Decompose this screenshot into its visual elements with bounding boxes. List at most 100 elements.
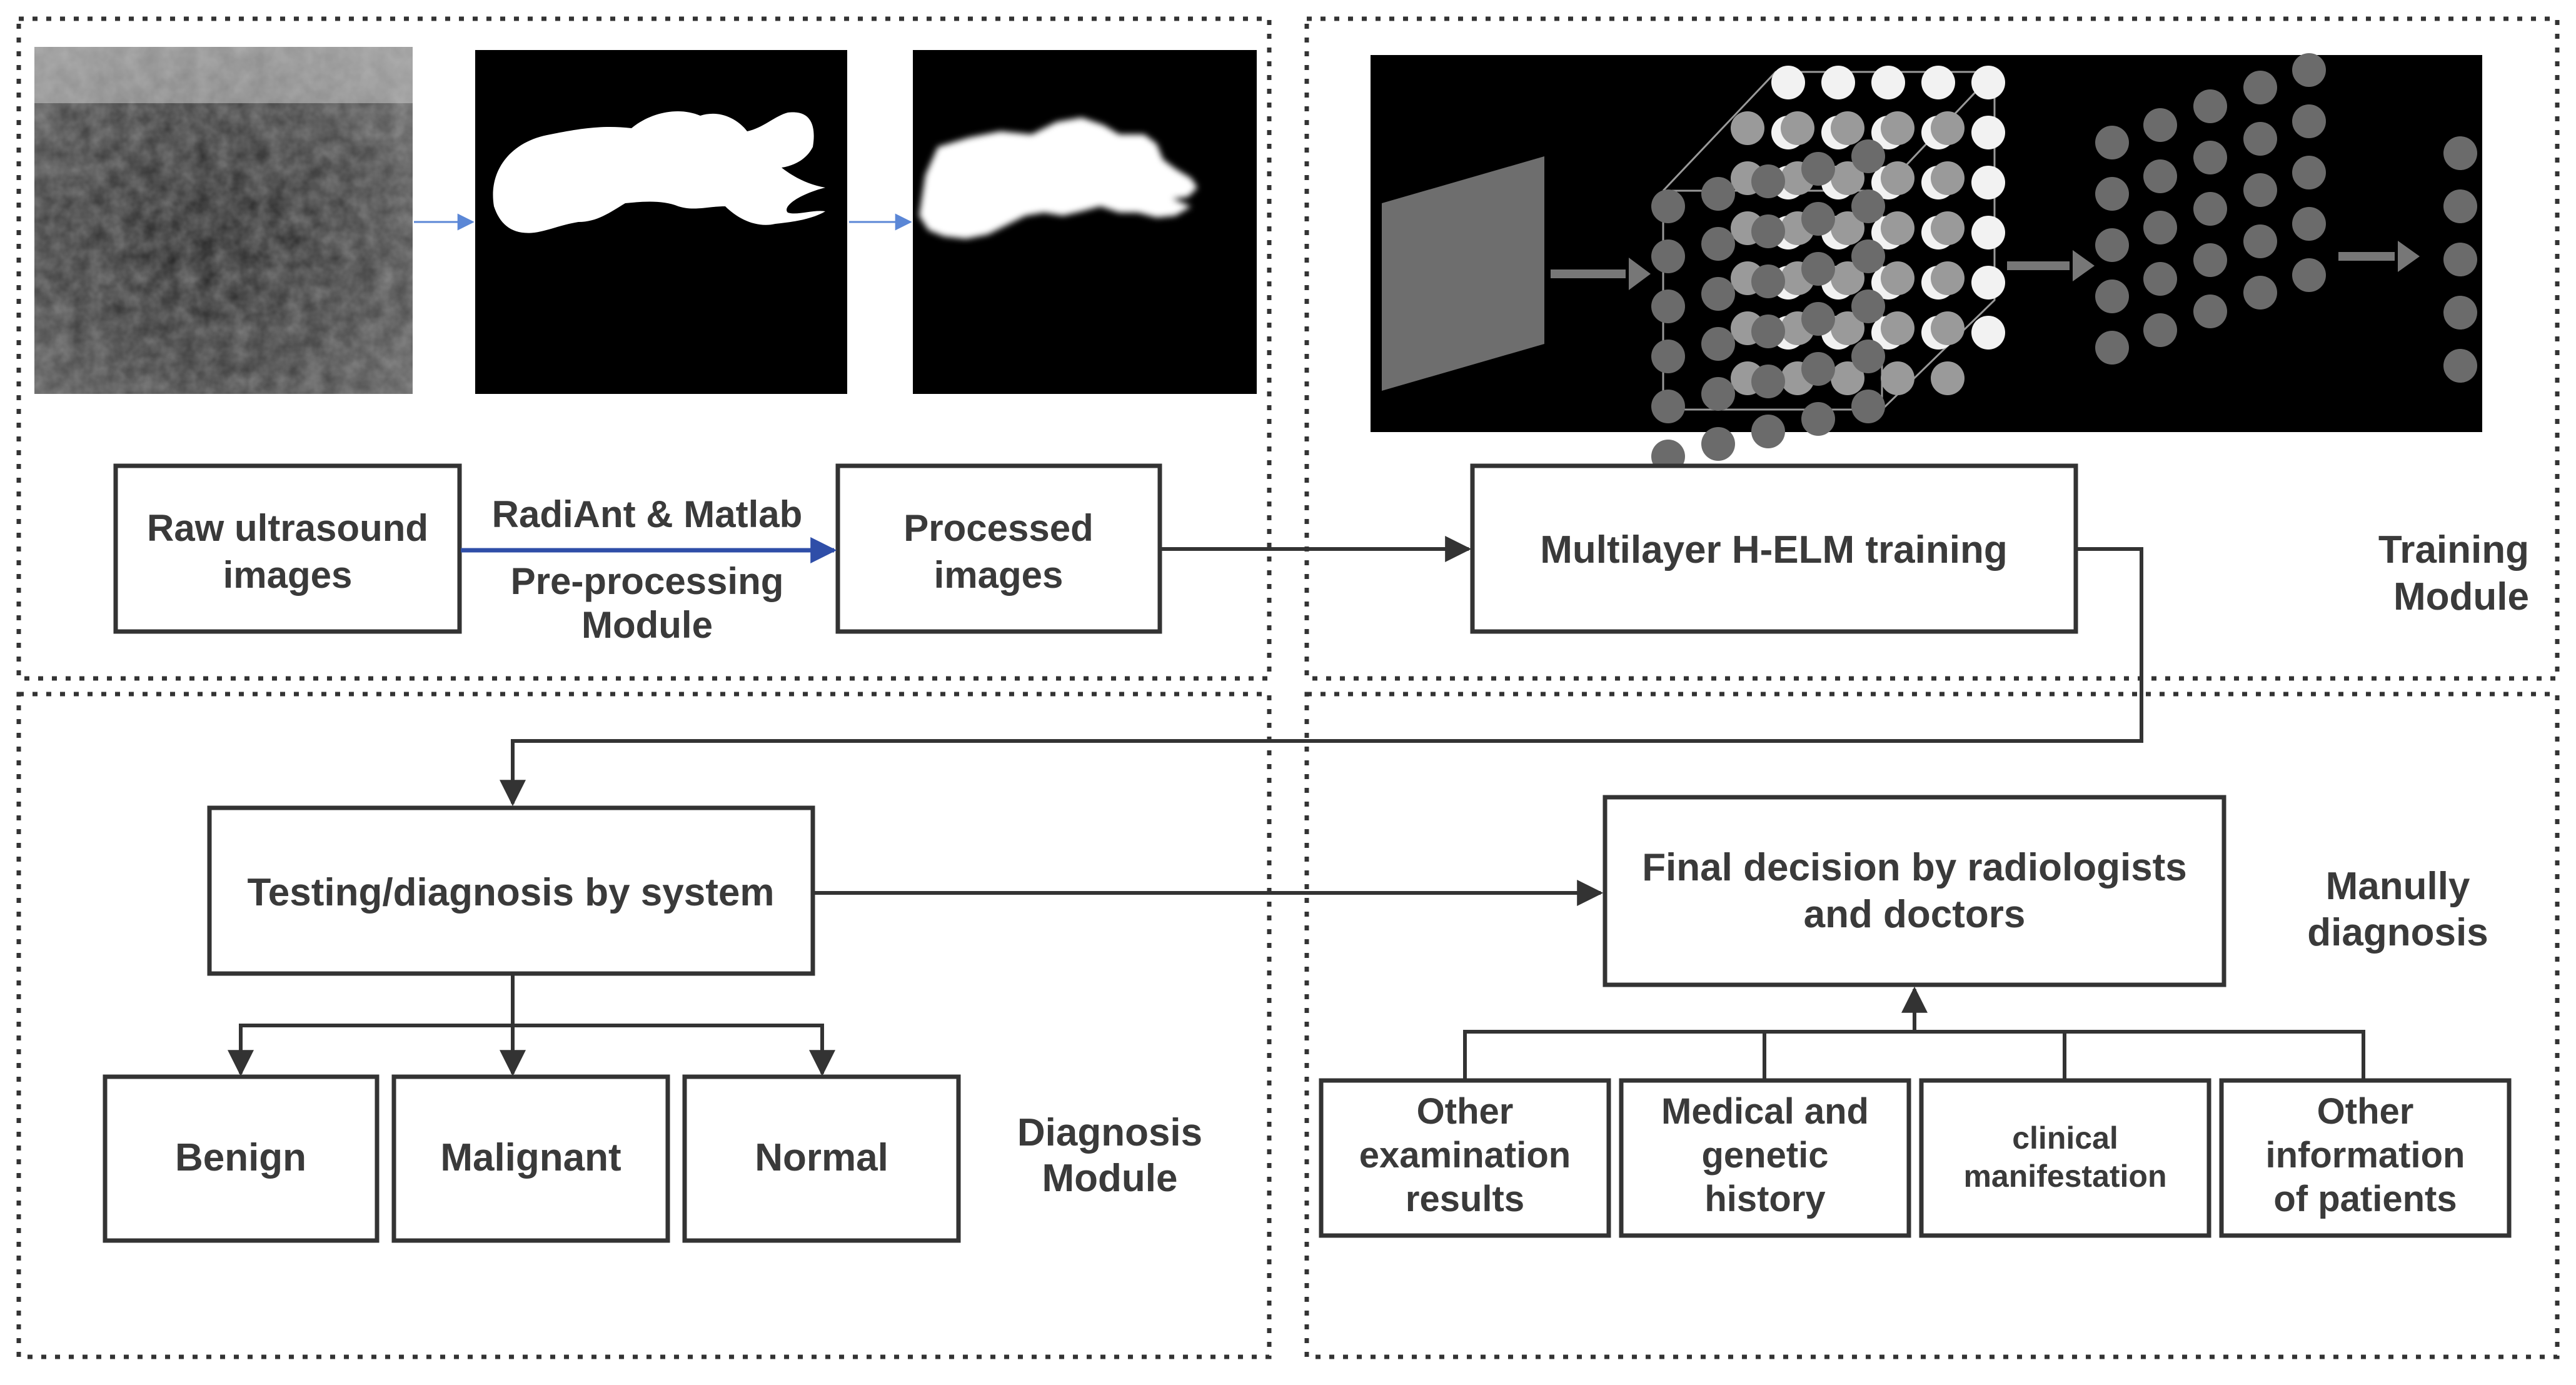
network-node bbox=[1851, 189, 1885, 223]
network-node bbox=[2443, 243, 2477, 276]
malignant-box bbox=[391, 1074, 670, 1243]
network-node bbox=[1971, 66, 2005, 99]
medical-genetic-line2: genetic bbox=[1701, 1135, 1828, 1176]
network-node bbox=[1851, 390, 1885, 423]
training-module-frame bbox=[1304, 16, 2560, 681]
network-node bbox=[2095, 126, 2129, 159]
diagnosis-module-label-line1: Diagnosis bbox=[1017, 1111, 1202, 1154]
diagnosis-module-label-line2: Module bbox=[1042, 1157, 1178, 1200]
network-node bbox=[1931, 311, 1965, 345]
training-module-label-line2: Module bbox=[2393, 575, 2529, 618]
network-node bbox=[1851, 139, 1885, 173]
network-node bbox=[1771, 66, 1805, 99]
processed-mask-image bbox=[913, 50, 1257, 394]
network-node bbox=[1831, 311, 1864, 345]
raw-ultrasound-label-line2: images bbox=[223, 554, 353, 596]
network-node bbox=[2095, 228, 2129, 262]
training-to-testing-arrow bbox=[500, 547, 2143, 807]
network-node bbox=[2143, 313, 2177, 347]
network-node bbox=[2095, 177, 2129, 211]
network-node bbox=[2292, 156, 2326, 189]
network-node bbox=[1971, 116, 2005, 149]
network-node bbox=[1831, 261, 1864, 295]
inputs-branch-line bbox=[1463, 1030, 2365, 1079]
network-node bbox=[1751, 365, 1785, 398]
network-node bbox=[1701, 227, 1735, 261]
multilayer-helm-training-box bbox=[1470, 463, 2078, 634]
normal-label: Normal bbox=[755, 1136, 888, 1179]
network-node bbox=[1971, 266, 2005, 300]
training-module-label-line1: Training bbox=[2378, 528, 2529, 572]
other-examination-results-box bbox=[1319, 1078, 1611, 1238]
network-node bbox=[1651, 189, 1685, 223]
network-node bbox=[1831, 161, 1864, 195]
network-node bbox=[2443, 189, 2477, 223]
network-node bbox=[1881, 261, 1914, 295]
network-node bbox=[1801, 152, 1835, 186]
network-node bbox=[2193, 89, 2227, 123]
other-examination-line2: examination bbox=[1359, 1135, 1571, 1176]
final-decision-label-line2: and doctors bbox=[1804, 893, 2026, 936]
network-node bbox=[1831, 111, 1864, 145]
medical-genetic-history-box bbox=[1619, 1078, 1911, 1238]
clinical-manifestation-box bbox=[1919, 1078, 2211, 1238]
network-node bbox=[1801, 252, 1835, 286]
network-node bbox=[2095, 280, 2129, 313]
clinical-manifestation-line1: clinical bbox=[2012, 1121, 2118, 1156]
segmentation-mask-image bbox=[475, 50, 847, 394]
network-node bbox=[1871, 66, 1905, 99]
network-node bbox=[2243, 173, 2277, 207]
other-patient-info-box bbox=[2219, 1078, 2512, 1238]
network-node bbox=[1881, 111, 1914, 145]
preprocessing-module-label-line2: Module bbox=[581, 604, 713, 646]
malignant-label: Malignant bbox=[440, 1136, 621, 1179]
network-node bbox=[1851, 340, 1885, 373]
network-node bbox=[2095, 331, 2129, 365]
preprocessing-module-label-line1: Pre-processing bbox=[511, 560, 784, 602]
network-node bbox=[1931, 211, 1965, 245]
network-node bbox=[1701, 327, 1735, 361]
network-node bbox=[1971, 166, 2005, 199]
network-node bbox=[1881, 211, 1914, 245]
testing-diagnosis-label: Testing/diagnosis by system bbox=[248, 871, 775, 914]
processed-images-label-line2: images bbox=[934, 554, 1064, 596]
medical-genetic-line1: Medical and bbox=[1661, 1091, 1869, 1132]
network-node bbox=[2143, 262, 2177, 296]
network-node bbox=[1851, 239, 1885, 273]
network-node bbox=[1851, 290, 1885, 323]
network-node bbox=[1701, 177, 1735, 211]
network-node bbox=[1831, 361, 1864, 395]
network-node bbox=[2243, 71, 2277, 104]
network-node bbox=[2443, 349, 2477, 383]
manual-diagnosis-label-line1: Manully bbox=[2326, 865, 2470, 908]
other-patient-info-line1: Other bbox=[2317, 1091, 2414, 1132]
clinical-manifestation-line2: manifestation bbox=[1963, 1159, 2166, 1194]
network-node bbox=[2292, 104, 2326, 138]
network-node bbox=[1881, 361, 1914, 395]
network-node bbox=[2243, 276, 2277, 310]
testing-diagnosis-box bbox=[207, 805, 815, 976]
manual-diagnosis-frame bbox=[1304, 692, 2560, 1359]
network-node bbox=[1931, 361, 1965, 395]
network-node bbox=[1801, 352, 1835, 386]
network-node bbox=[1751, 264, 1785, 298]
network-node bbox=[1651, 390, 1685, 423]
network-node bbox=[2243, 224, 2277, 258]
network-node bbox=[2243, 122, 2277, 156]
tool-label: RadiAnt & Matlab bbox=[492, 493, 803, 535]
diagnosis-module-frame bbox=[16, 692, 1272, 1359]
processed-images-box bbox=[835, 463, 1162, 634]
benign-box bbox=[103, 1074, 380, 1243]
raw-ultrasound-image bbox=[34, 47, 413, 394]
network-node bbox=[1651, 290, 1685, 323]
final-decision-label-line1: Final decision by radiologists bbox=[1642, 846, 2187, 889]
network-node bbox=[1751, 164, 1785, 198]
network-node bbox=[1751, 214, 1785, 248]
normal-box bbox=[682, 1074, 961, 1243]
network-node bbox=[1801, 202, 1835, 236]
network-node bbox=[1651, 239, 1685, 273]
network-node bbox=[1971, 316, 2005, 350]
benign-label: Benign bbox=[175, 1136, 306, 1179]
network-node bbox=[2292, 258, 2326, 292]
